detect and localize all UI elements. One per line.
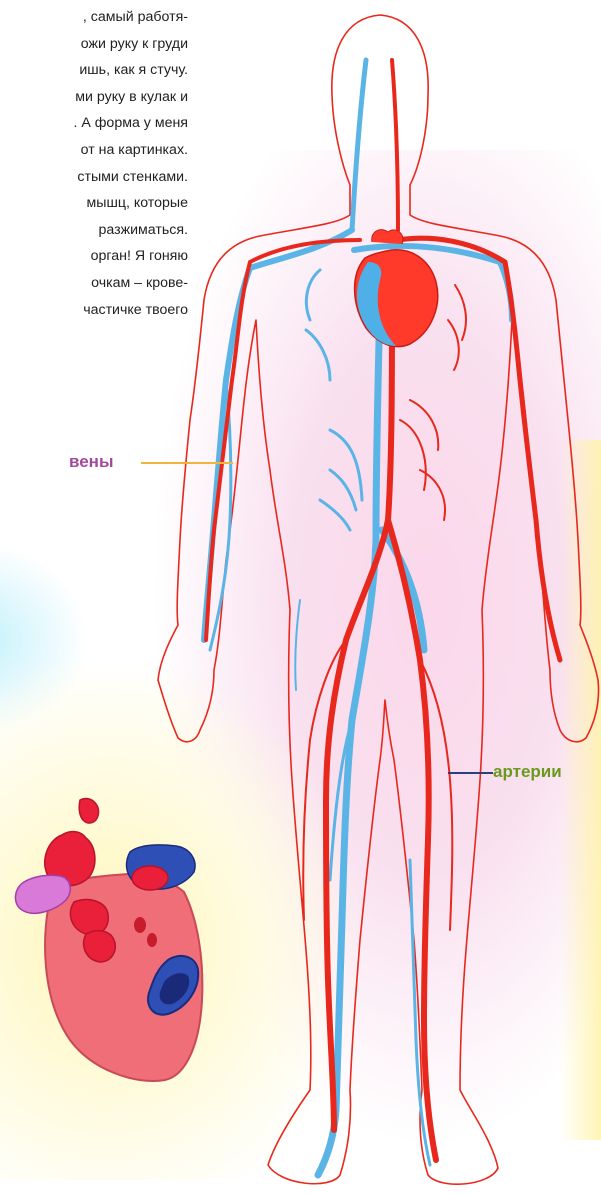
body-outline (158, 15, 599, 1184)
veins-network (204, 60, 512, 1175)
arteries-network (206, 60, 560, 1160)
heart-model-image (15, 799, 202, 1081)
veins-leader-line (141, 462, 233, 464)
arteries-leader-line (448, 772, 493, 774)
veins-label: вены (69, 452, 113, 472)
arteries-label: артерии (493, 762, 562, 782)
